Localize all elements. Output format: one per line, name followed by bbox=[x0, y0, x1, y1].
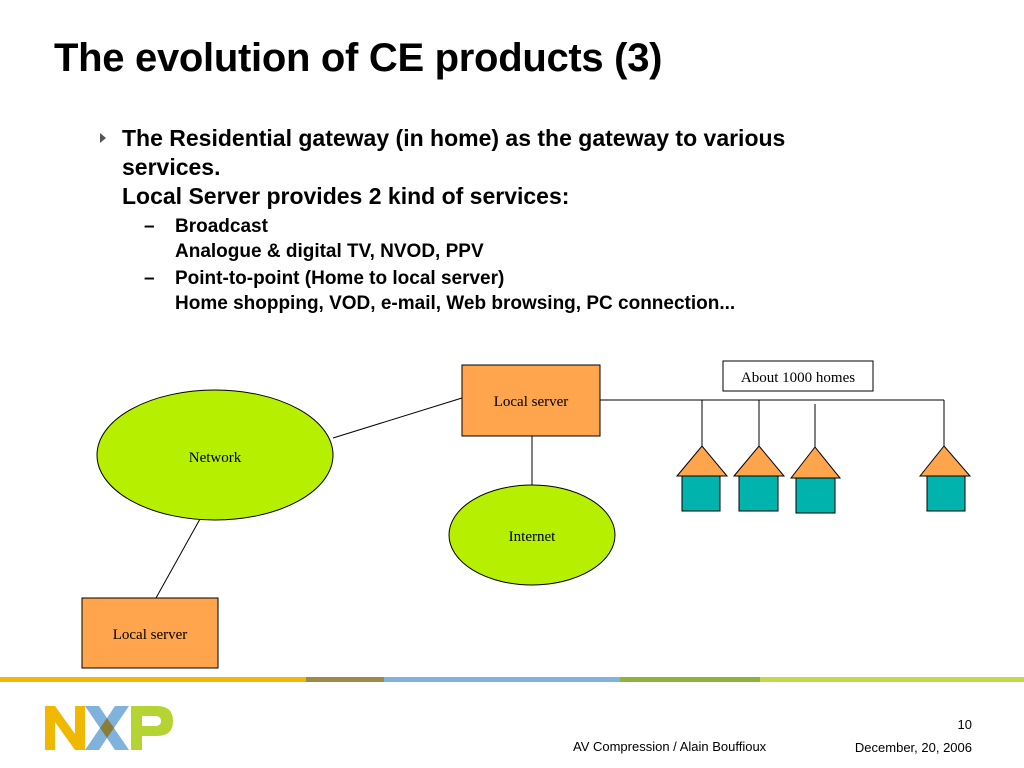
slide-title: The evolution of CE products (3) bbox=[54, 36, 663, 80]
sub-bullet-detail: Analogue & digital TV, NVOD, PPV bbox=[175, 241, 484, 262]
local-server-top-box bbox=[461, 364, 601, 437]
sub-bullet-broadcast: – Broadcast Analogue & digital TV, NVOD,… bbox=[100, 214, 980, 264]
connector-network-local-server bbox=[155, 518, 201, 599]
house-icon bbox=[675, 445, 729, 512]
sub-bullet-heading: Point-to-point (Home to local server) bbox=[175, 268, 505, 289]
house-icon bbox=[732, 445, 786, 512]
connector-network-server bbox=[332, 397, 463, 439]
footer-presentation-author: AV Compression / Alain Bouffioux bbox=[573, 739, 767, 754]
nxp-logo bbox=[45, 706, 173, 750]
footer-date: December, 20, 2006 bbox=[854, 740, 972, 755]
footer-bar-segment bbox=[306, 677, 384, 682]
house-icon bbox=[789, 446, 842, 514]
local-server-top-label: Local server bbox=[494, 394, 569, 410]
network-diagram: Local server About 1000 homes Network In… bbox=[81, 360, 972, 669]
house-icon bbox=[918, 445, 972, 512]
network-ellipse bbox=[96, 389, 334, 521]
sub-bullet-point-to-point: – Point-to-point (Home to local server) … bbox=[100, 266, 980, 316]
sub-bullet-dash: – bbox=[144, 268, 155, 289]
internet-label: Internet bbox=[509, 529, 556, 545]
footer-bar-segment bbox=[384, 677, 620, 682]
footer-color-bar bbox=[0, 677, 1024, 682]
sub-bullet-dash: – bbox=[144, 216, 155, 237]
local-server-bottom-label: Local server bbox=[113, 627, 188, 643]
local-server-bottom-box bbox=[81, 597, 219, 669]
bullet-line-3: Local Server provides 2 kind of services… bbox=[122, 183, 570, 209]
about-homes-label: About 1000 homes bbox=[741, 370, 855, 386]
page-number: 10 bbox=[957, 717, 972, 732]
about-homes-box bbox=[722, 360, 874, 392]
bullet-arrow-icon bbox=[100, 133, 106, 143]
footer-bar-segment bbox=[760, 677, 1024, 682]
footer-bar-segment bbox=[620, 677, 760, 682]
bullet-line-1: The Residential gateway (in home) as the… bbox=[122, 125, 786, 151]
sub-bullet-detail: Home shopping, VOD, e-mail, Web browsing… bbox=[175, 293, 736, 314]
bullet-list: The Residential gateway (in home) as the… bbox=[100, 124, 980, 316]
main-bullet: The Residential gateway (in home) as the… bbox=[100, 124, 980, 211]
sub-bullet-heading: Broadcast bbox=[175, 216, 268, 237]
bullet-line-2: services. bbox=[122, 154, 221, 180]
network-label: Network bbox=[189, 450, 242, 466]
footer-bar-segment bbox=[0, 677, 306, 682]
internet-ellipse bbox=[448, 484, 616, 586]
